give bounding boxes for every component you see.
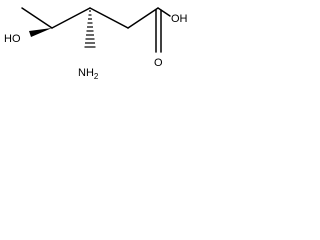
bond-c2-c3	[51, 7, 91, 29]
label-amine-subscript: 2	[94, 72, 99, 81]
label-acid-oh: OH	[171, 13, 188, 25]
bond-c4-c5	[127, 7, 159, 29]
hashed-bond-amine	[84, 10, 96, 48]
label-amine-main: NH	[78, 67, 94, 79]
wedge-bond-hydroxyl	[29, 28, 52, 37]
label-hydroxyl: HO	[4, 33, 21, 45]
bond-c5-oh	[157, 7, 171, 17]
bond-c1-c2	[21, 7, 53, 29]
label-acid-o: O	[154, 57, 163, 69]
chemical-structure: HO NH2 OH O	[4, 7, 188, 81]
label-amine: NH2	[78, 67, 99, 81]
bond-c3-c4	[89, 7, 129, 29]
